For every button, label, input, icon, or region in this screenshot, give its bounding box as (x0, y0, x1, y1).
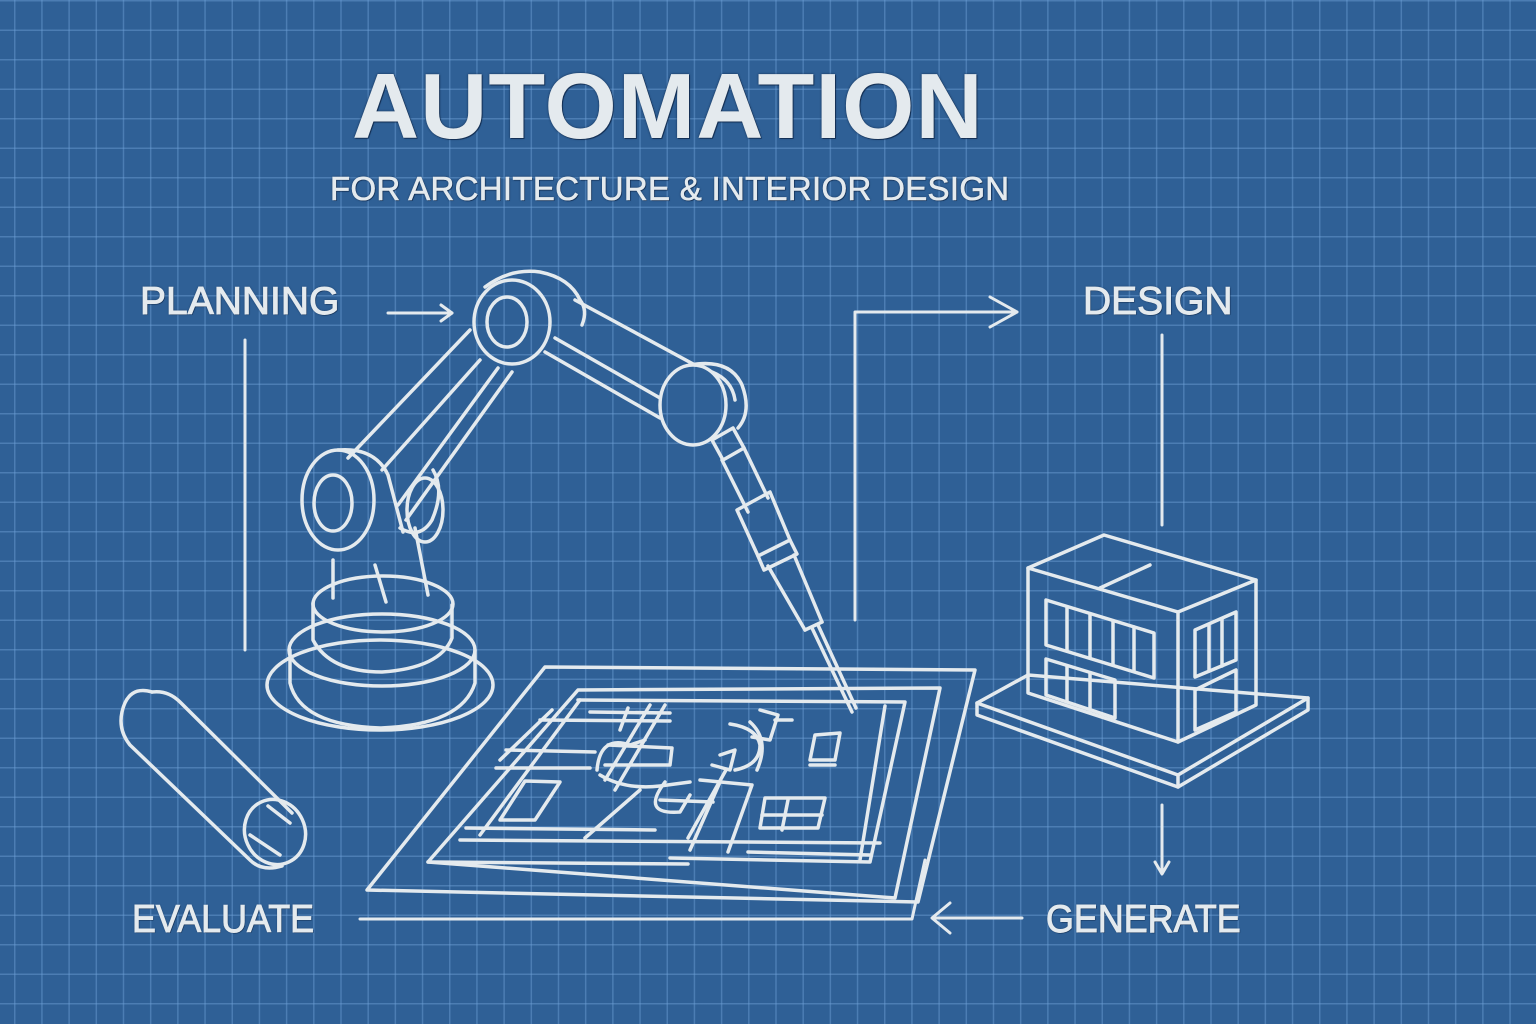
step-label-design: DESIGN (1083, 280, 1234, 323)
building-model-icon (977, 535, 1308, 787)
arrow-down-icon (1155, 805, 1169, 874)
design-connector-arrow (855, 297, 1017, 620)
page-subtitle: FOR ARCHITECTURE & INTERIOR DESIGN (330, 170, 1010, 207)
blueprint-sheet-icon (367, 667, 975, 902)
evaluate-connector-line (360, 860, 925, 919)
rolled-blueprint-icon (121, 691, 316, 875)
page-title: AUTOMATION (352, 54, 984, 158)
flow-connectors (245, 297, 1169, 933)
step-label-planning: PLANNING (139, 280, 340, 323)
robot-arm-icon (267, 271, 856, 730)
step-label-generate: GENERATE (1046, 898, 1242, 941)
step-label-evaluate: EVALUATE (132, 898, 315, 941)
arrow-left-icon (932, 903, 1022, 933)
arrow-right-icon (388, 305, 452, 321)
